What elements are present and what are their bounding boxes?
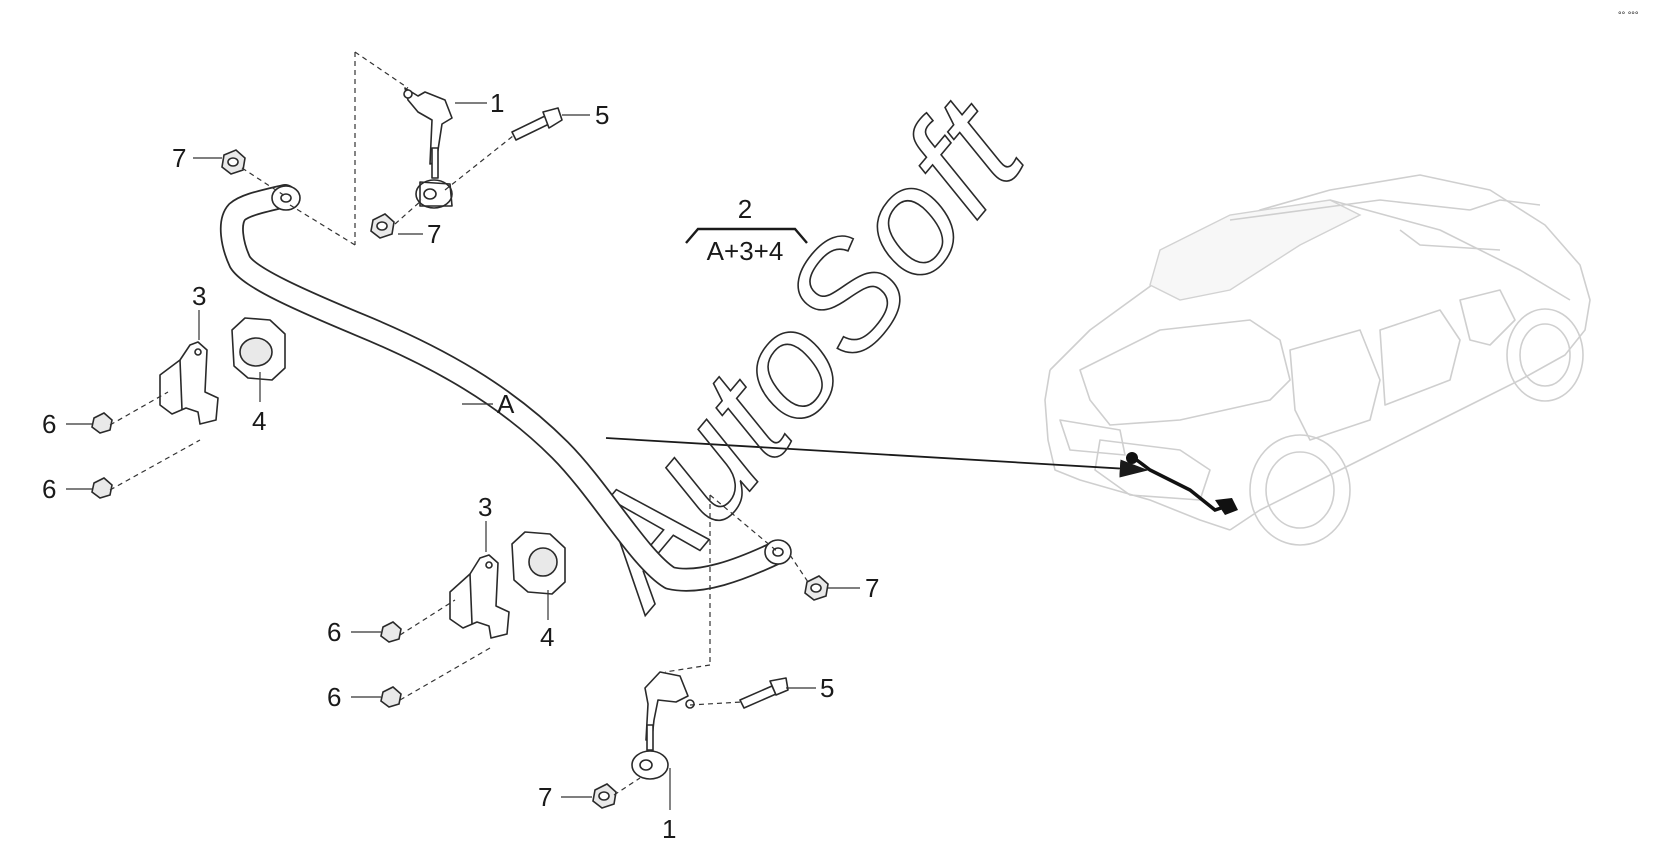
bushing-right[interactable] bbox=[511, 531, 566, 595]
callout-clamp-right[interactable]: 3 bbox=[478, 492, 492, 522]
callout-nut-bar-lower[interactable]: 7 bbox=[865, 573, 879, 603]
clamp-right[interactable] bbox=[449, 554, 510, 639]
bushing-left[interactable] bbox=[231, 317, 286, 381]
stabilizer-bar[interactable] bbox=[219, 184, 792, 592]
callout-nut-link-lower[interactable]: 7 bbox=[538, 782, 552, 812]
stabilizer-link-upper[interactable] bbox=[403, 87, 453, 209]
nut-bar-upper[interactable] bbox=[221, 149, 246, 175]
callout-stabilizer-bar[interactable]: A bbox=[497, 389, 515, 419]
stabilizer-link-lower[interactable] bbox=[631, 671, 695, 780]
clamp-nut-left-a[interactable] bbox=[91, 412, 113, 434]
callout-clamp-nut-left-b[interactable]: 6 bbox=[42, 474, 56, 504]
kit-bracket: 2 A+3+4 bbox=[685, 194, 808, 266]
location-arrow bbox=[605, 437, 1149, 478]
callout-link-upper[interactable]: 1 bbox=[490, 88, 504, 118]
clamp-nut-left-b[interactable] bbox=[91, 477, 113, 499]
callout-bushing-right[interactable]: 4 bbox=[540, 622, 554, 652]
clamp-left[interactable] bbox=[159, 341, 219, 425]
nut-link-lower[interactable] bbox=[592, 783, 617, 809]
leader-lines bbox=[66, 102, 860, 810]
callout-nut-link-upper[interactable]: 7 bbox=[427, 219, 441, 249]
corner-mark: °° °°° bbox=[1618, 10, 1639, 20]
callout-nut-bar-upper[interactable]: 7 bbox=[172, 143, 186, 173]
clamp-nut-right-b[interactable] bbox=[380, 686, 402, 708]
callout-labels: 1 5 7 7 3 4 6 6 A 3 4 7 6 6 5 7 1 bbox=[42, 88, 879, 844]
watermark: AutoSoft bbox=[541, 67, 1057, 637]
callout-bolt-lower[interactable]: 5 bbox=[820, 673, 834, 703]
vehicle-illustration bbox=[1044, 174, 1591, 546]
assembly-lines bbox=[109, 51, 809, 796]
callout-clamp-nut-right-a[interactable]: 6 bbox=[327, 617, 341, 647]
bolt-upper[interactable] bbox=[511, 107, 563, 141]
callout-bushing-left[interactable]: 4 bbox=[252, 406, 266, 436]
callout-bolt-upper[interactable]: 5 bbox=[595, 100, 609, 130]
callout-link-lower[interactable]: 1 bbox=[662, 814, 676, 844]
kit-contents: A+3+4 bbox=[707, 236, 784, 266]
clamp-nut-right-a[interactable] bbox=[380, 621, 402, 643]
callout-clamp-nut-left-a[interactable]: 6 bbox=[42, 409, 56, 439]
callout-clamp-nut-right-b[interactable]: 6 bbox=[327, 682, 341, 712]
callout-clamp-left[interactable]: 3 bbox=[192, 281, 206, 311]
bolt-lower[interactable] bbox=[739, 677, 789, 709]
nut-bar-lower[interactable] bbox=[804, 575, 829, 601]
nut-link-upper[interactable] bbox=[370, 213, 395, 239]
kit-number: 2 bbox=[738, 194, 752, 224]
